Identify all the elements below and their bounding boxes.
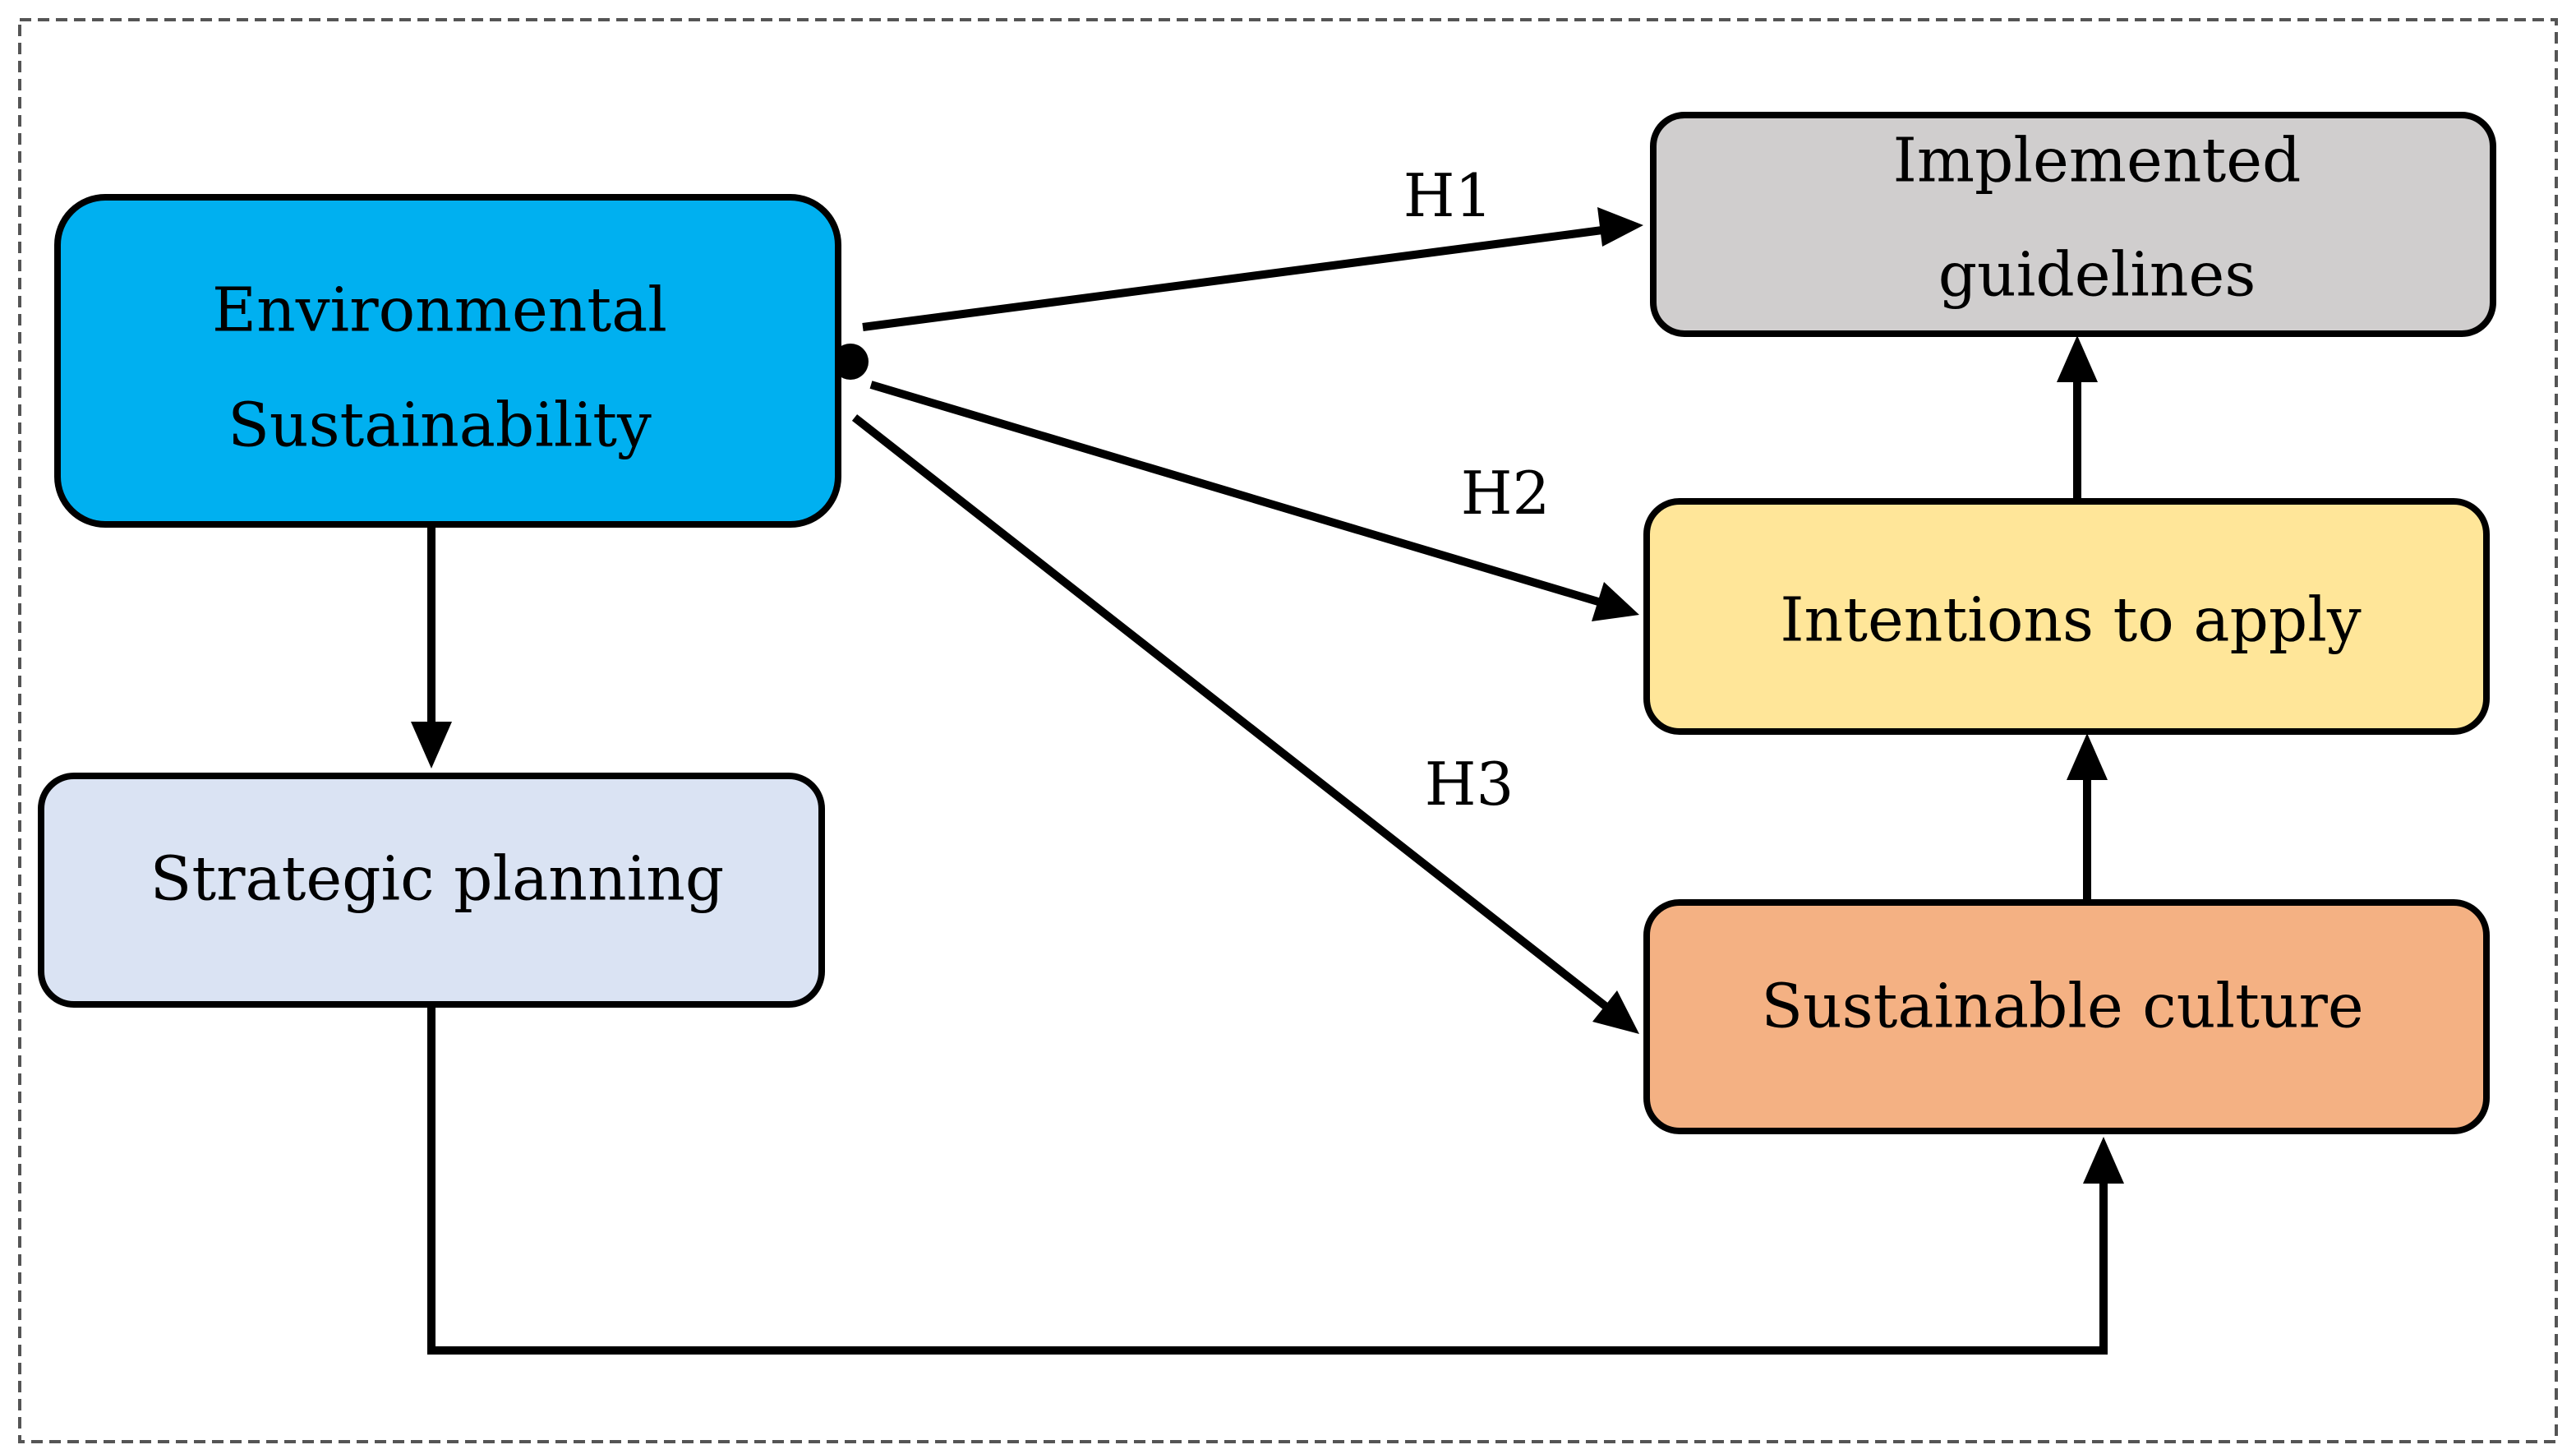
node-environmental-label-line2: Sustainability: [228, 390, 652, 460]
node-implemented-label-line2: guidelines: [1938, 239, 2256, 310]
node-implemented-guidelines: Implemented guidelines: [1650, 112, 2496, 337]
edge-h2-arrowhead: [1592, 582, 1639, 621]
node-intentions-box: [1643, 498, 2490, 735]
node-strategic-label: Strategic planning: [150, 843, 725, 914]
edge-h1-label: H1: [1403, 161, 1493, 230]
node-environmental-sustainability: Environmental Sustainability: [54, 194, 841, 528]
edge-h3-line: [851, 414, 1610, 1010]
edge-h3-arrowhead: [1592, 990, 1639, 1034]
edge-h2-label: H2: [1461, 459, 1551, 528]
node-implemented-label-line1: Implemented: [1893, 125, 2302, 196]
node-sustainable-culture-label: Sustainable culture: [1761, 971, 2363, 1041]
edge-intentions-to-implemented-arrowhead: [2057, 335, 2098, 382]
node-sustainable-culture: Sustainable culture: [1643, 899, 2490, 1134]
edge-strategic-to-culture-arrowhead: [2083, 1137, 2124, 1184]
edge-h1-line: [862, 226, 1603, 331]
node-strategic-box: [38, 773, 825, 1008]
edge-culture-to-intentions-arrowhead: [2067, 733, 2108, 780]
edge-strategic-to-culture-line: [427, 1004, 2108, 1355]
edge-h2-line: [869, 381, 1600, 606]
edge-h3-label: H3: [1425, 750, 1514, 819]
node-environmental-box: [54, 194, 841, 528]
node-intentions-to-apply: Intentions to apply: [1643, 498, 2490, 735]
node-environmental-label-line1: Environmental: [212, 275, 667, 345]
node-strategic-planning: Strategic planning: [38, 773, 825, 1008]
edge-h1-arrowhead: [1597, 207, 1643, 247]
edge-env-to-strategic-arrowhead: [411, 722, 452, 769]
edges: H1 H2 H3: [411, 161, 2124, 1355]
diagram-frame: [18, 18, 2558, 1443]
node-intentions-label: Intentions to apply: [1780, 584, 2362, 655]
node-implemented-box: [1650, 112, 2496, 337]
node-sustainable-culture-box: [1643, 899, 2490, 1134]
